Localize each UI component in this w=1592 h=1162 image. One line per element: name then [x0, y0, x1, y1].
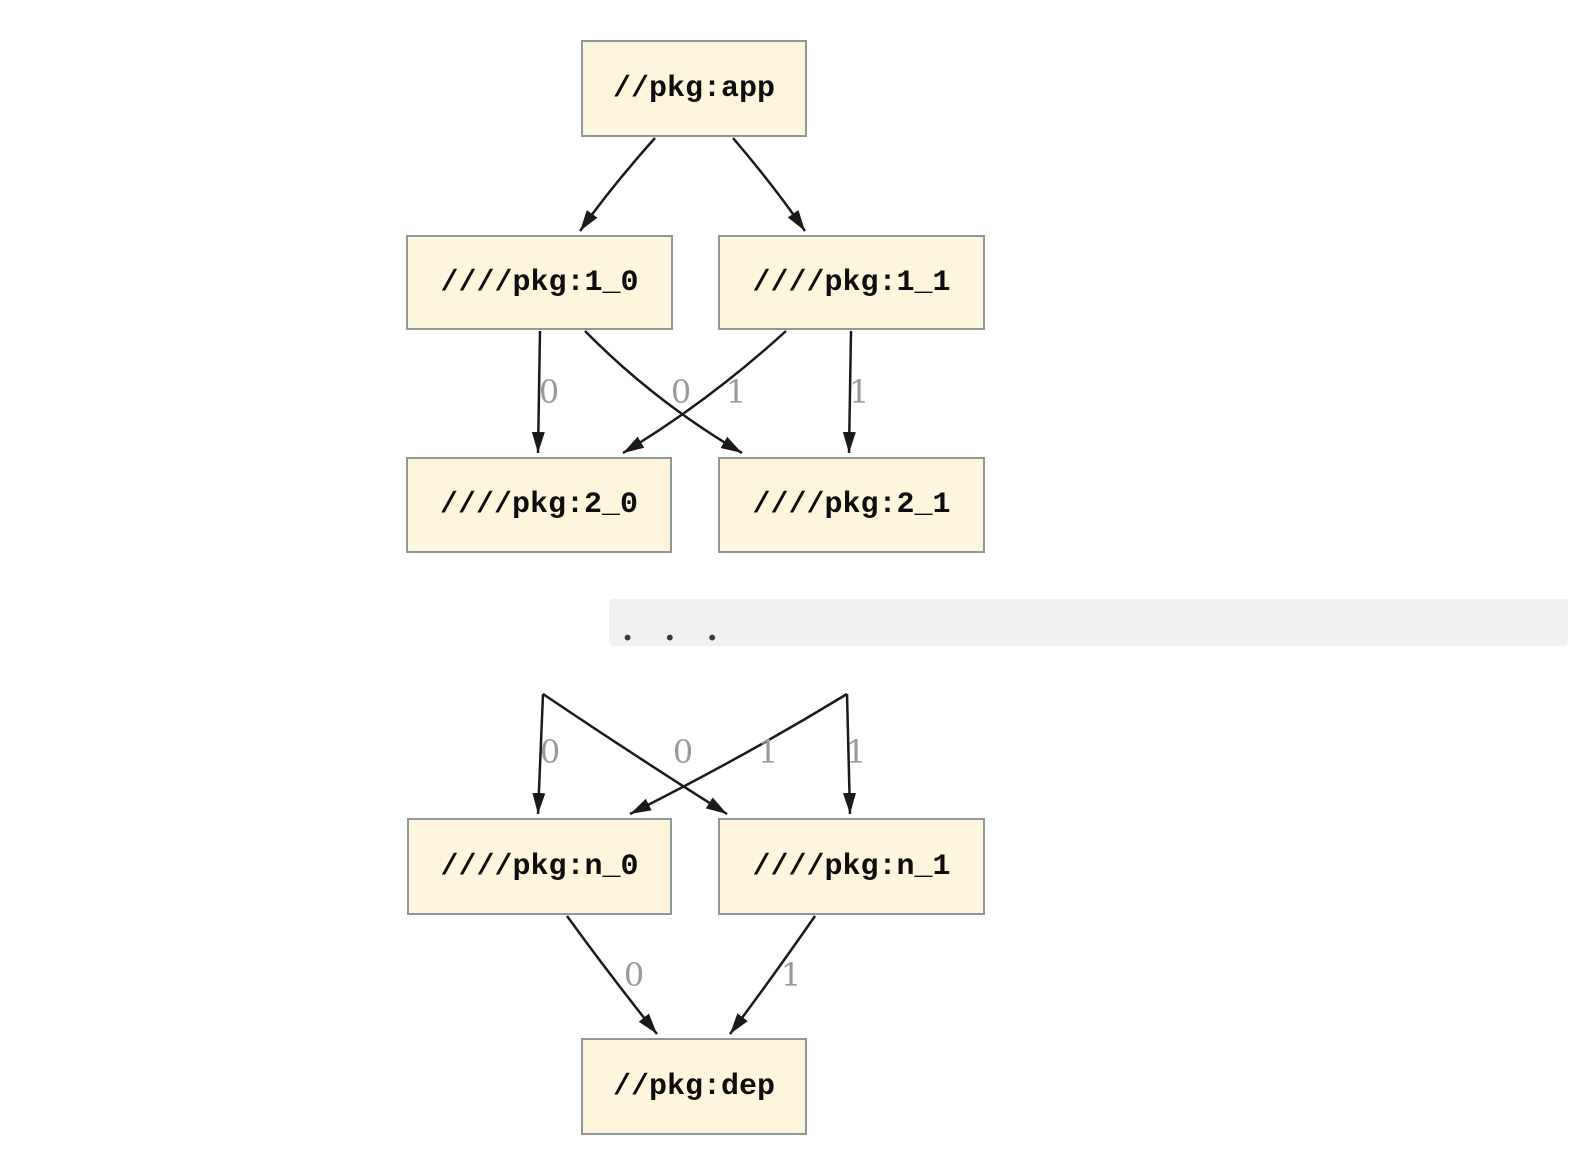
node-pkg-n_1-label: ////pkg:n_1 [752, 849, 951, 884]
edge-app-to-1_1 [732, 137, 807, 232]
edge-label-right-n_0: 0 [673, 733, 693, 771]
edge-n_0-to-dep [565, 915, 658, 1035]
edge-1_0-to-2_1 [584, 330, 743, 455]
node-pkg-n_0: ////pkg:n_0 [407, 818, 672, 915]
edge-1_0-to-2_0 [531, 330, 545, 454]
ellipsis-band: . . . [609, 599, 1568, 646]
node-pkg-n_1: ////pkg:n_1 [718, 818, 985, 915]
node-pkg-app-label: //pkg:app [612, 71, 776, 106]
edge-label-right-n_1: 1 [846, 733, 866, 771]
edge-ellipsis-right-to-n_1 [842, 693, 856, 815]
edge-1_1-to-2_0 [622, 330, 787, 455]
edge-label-n_0-dep: 0 [624, 956, 644, 994]
edge-app-to-1_0 [578, 137, 656, 232]
node-pkg-1_0: ////pkg:1_0 [406, 235, 673, 330]
edge-ellipsis-left-to-n_1 [542, 692, 728, 816]
edge-label-left-n_1: 1 [758, 733, 778, 771]
node-pkg-dep-label: //pkg:dep [612, 1069, 776, 1104]
edge-n_1-to-dep [728, 915, 817, 1035]
node-pkg-1_1: ////pkg:1_1 [718, 235, 985, 330]
node-pkg-2_1-label: ////pkg:2_1 [752, 488, 951, 522]
ellipsis-dots: . . . [622, 610, 718, 648]
node-pkg-1_0-label: ////pkg:1_0 [440, 265, 639, 300]
edge-label-1_0-2_0: 0 [539, 373, 559, 411]
edge-ellipsis-left-to-n_0 [532, 693, 546, 815]
edge-label-1_1-2_1: 1 [849, 373, 869, 411]
node-pkg-2_0: ////pkg:2_0 [406, 457, 672, 553]
node-pkg-1_1-label: ////pkg:1_1 [752, 265, 951, 300]
edge-label-n_1-dep: 1 [781, 956, 801, 994]
edge-1_1-to-2_1 [842, 330, 856, 454]
node-pkg-2_0-label: ////pkg:2_0 [439, 488, 639, 522]
edge-ellipsis-right-to-n_0 [629, 692, 848, 816]
edge-label-1_0-2_1: 1 [726, 373, 746, 411]
node-pkg-n_0-label: ////pkg:n_0 [440, 849, 639, 884]
node-pkg-app: //pkg:app [581, 40, 807, 137]
edge-label-1_1-2_0: 0 [671, 373, 691, 411]
node-pkg-dep: //pkg:dep [581, 1038, 807, 1135]
node-pkg-2_1: ////pkg:2_1 [718, 457, 985, 553]
edge-label-left-n_0: 0 [540, 733, 560, 771]
